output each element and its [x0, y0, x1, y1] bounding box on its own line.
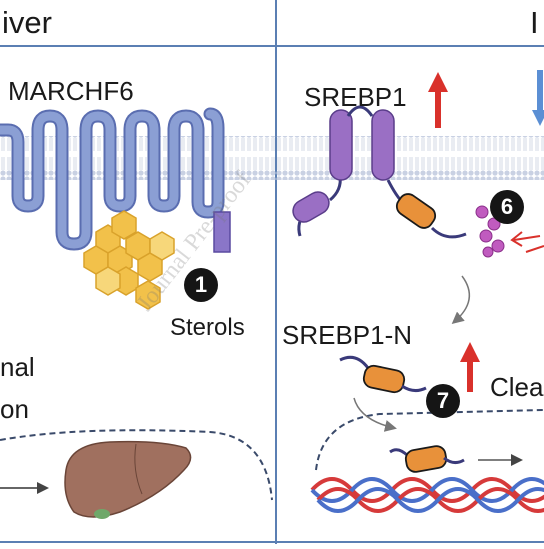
step-1-badge: 1 — [184, 268, 218, 302]
up-arrow-cleavage — [460, 342, 480, 392]
marchf6-protein-fill — [0, 109, 223, 249]
processing-arrow — [451, 275, 471, 324]
side-text-line1: nal — [0, 352, 35, 382]
left-panel-header: iver — [2, 5, 52, 40]
srebp1n-cytoplasmic — [339, 355, 427, 394]
nuclear-envelope-right — [315, 409, 544, 471]
down-arrow-partial — [532, 70, 544, 126]
step-7-badge: 7 — [426, 384, 460, 418]
up-arrow-srebp1 — [428, 72, 448, 128]
nuclear-envelope-left — [0, 429, 273, 501]
nuclear-entry-arrow — [353, 397, 397, 432]
step-6-badge: 6 — [490, 190, 524, 224]
srebp1-precursor — [292, 105, 467, 239]
cleavage-label: Clea — [490, 372, 544, 402]
marchf6-tail — [213, 211, 231, 253]
right-panel-header: I — [530, 5, 539, 40]
sterols-cluster — [83, 210, 175, 310]
marchf6-label: MARCHF6 — [8, 76, 134, 106]
sterols-label: Sterols — [170, 314, 245, 341]
side-text-line2: on — [0, 394, 29, 424]
srebp1-label: SREBP1 — [304, 82, 407, 112]
ubiquitin-arrows — [510, 231, 544, 253]
liver-illustration — [64, 440, 192, 519]
srebp1n-label: SREBP1-N — [282, 320, 413, 350]
dna-helix — [310, 477, 544, 513]
srebp1n-nuclear — [389, 445, 465, 473]
